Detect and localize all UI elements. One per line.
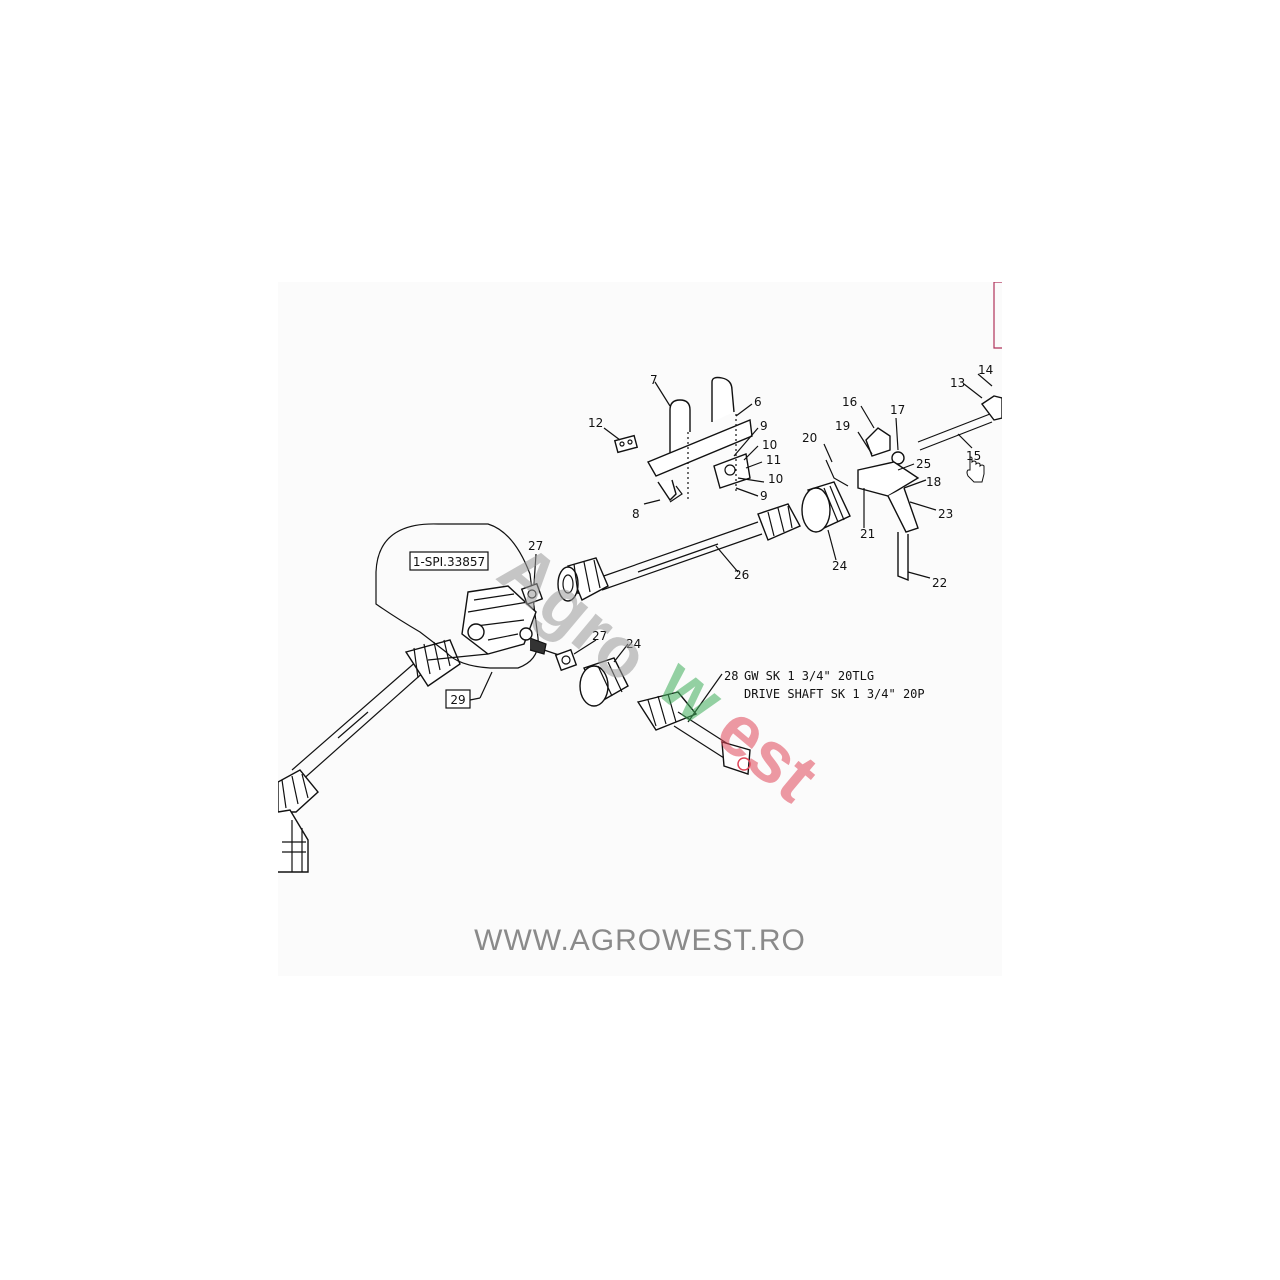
callout-10-bottom: 10 <box>768 472 783 486</box>
callout-19: 19 <box>835 419 850 433</box>
bearing-24-lower <box>579 657 629 707</box>
drive-shaft-spec-line2: DRIVE SHAFT SK 1 3/4" 20P <box>744 687 925 701</box>
callout-6: 6 <box>754 395 762 409</box>
callout-29-label: 29 <box>450 693 465 707</box>
drive-shaft-spec-line1: GW SK 1 3/4" 20TLG <box>744 669 874 683</box>
callout-27-lower: 27 <box>592 629 607 643</box>
hand-pointer-icon[interactable] <box>966 456 985 483</box>
callout-16: 16 <box>842 395 857 409</box>
callout-20: 20 <box>802 431 817 445</box>
callout-1: 1-SPI.33857 <box>409 551 489 571</box>
callout-24-lower: 24 <box>626 637 641 651</box>
callout-numbers: 7 6 9 10 11 10 9 8 12 16 17 19 20 25 18 … <box>528 363 993 701</box>
callout-23: 23 <box>938 507 953 521</box>
callout-11: 11 <box>766 453 781 467</box>
parts-diagram-panel: 1-SPI.33857 29 <box>278 282 1002 976</box>
callout-22: 22 <box>932 576 947 590</box>
shield-6-7 <box>646 376 753 503</box>
callout-27-upper: 27 <box>528 539 543 553</box>
callout-21: 21 <box>860 527 875 541</box>
callout-9-bottom: 9 <box>760 489 768 503</box>
bearing-24-upper <box>801 481 851 533</box>
flange-27-lower <box>554 648 578 672</box>
footer-website-url[interactable]: WWW.AGROWEST.RO <box>474 924 806 957</box>
callout-15: 15 <box>966 449 981 463</box>
callout-25: 25 <box>916 457 931 471</box>
leader-lines <box>533 373 993 723</box>
flange-27-upper <box>520 582 544 606</box>
gearbox-assembly <box>375 523 569 669</box>
bracket-assembly <box>825 427 920 582</box>
callout-28: 28 <box>724 669 738 683</box>
callout-17: 17 <box>890 403 905 417</box>
callout-14: 14 <box>978 363 993 377</box>
short-drive-shaft-28 <box>636 691 751 775</box>
callout-26: 26 <box>734 568 749 582</box>
callout-12: 12 <box>588 416 603 430</box>
callout-10-top: 10 <box>762 438 777 452</box>
callout-1-label: 1-SPI.33857 <box>413 555 485 569</box>
callout-24-upper: 24 <box>832 559 847 573</box>
callout-8: 8 <box>632 507 640 521</box>
page-edge-marker <box>993 282 1002 349</box>
main-drive-shaft <box>278 639 461 873</box>
exploded-parts-diagram: 1-SPI.33857 29 <box>278 282 1002 873</box>
clip-12 <box>613 434 639 454</box>
callout-9-top: 9 <box>760 419 768 433</box>
callout-13: 13 <box>950 376 965 390</box>
callout-7: 7 <box>650 373 658 387</box>
callout-29: 29 <box>445 671 493 709</box>
watermark-part3: est <box>702 689 833 817</box>
shaft-13-15 <box>917 395 1002 451</box>
upper-drive-shaft <box>557 503 801 602</box>
callout-18: 18 <box>926 475 941 489</box>
